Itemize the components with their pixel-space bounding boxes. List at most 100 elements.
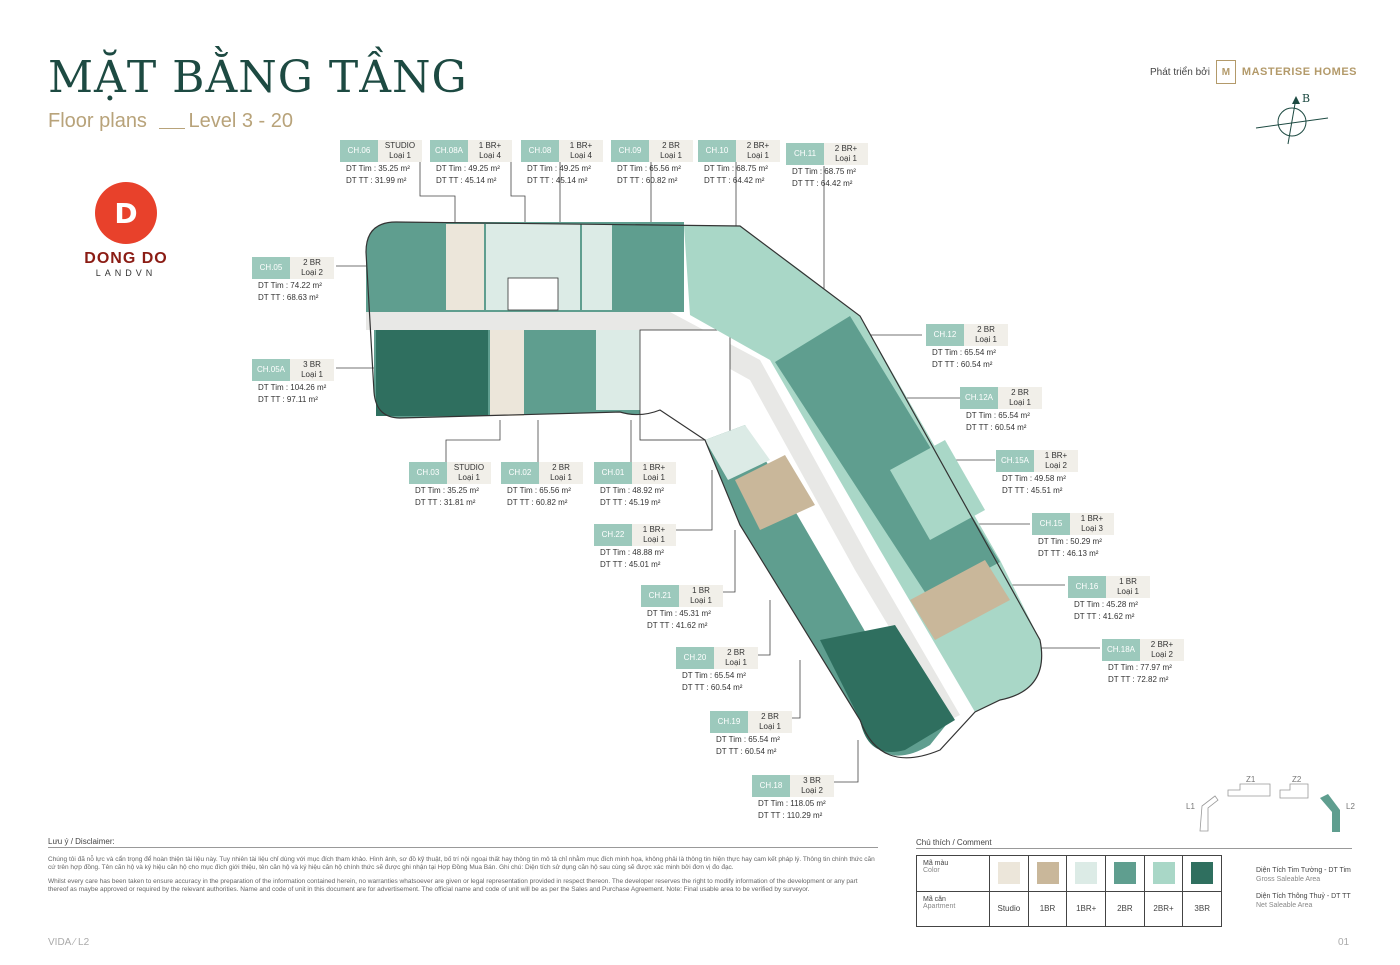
developer-prefix: Phát triển bởi xyxy=(1150,66,1210,78)
unit-net-area: DT TT : 60.82 m² xyxy=(617,176,678,185)
unit-net-area: DT TT : 45.19 m² xyxy=(600,498,661,507)
unit-code: CH.12 xyxy=(926,324,964,346)
logo-sub: LANDVN xyxy=(95,268,157,278)
unit-net-area: DT TT : 45.14 m² xyxy=(436,176,497,185)
keyplan-l1-shape xyxy=(1199,795,1219,832)
compass-label: B xyxy=(1302,92,1310,105)
legend-columns: Studio 1BR 1BR+ 2BR 2BR+ 3BR xyxy=(990,856,1222,926)
dongdo-logo-icon: D xyxy=(95,182,157,244)
unit-gross-area: DT Tim : 35.25 m² xyxy=(346,164,410,173)
legend-swatch xyxy=(1106,856,1144,892)
page-title: MẶT BẰNG TẦNG xyxy=(48,52,468,103)
unit-code: CH.01 xyxy=(594,462,632,484)
unit-ch16-shape xyxy=(910,560,1010,640)
legend-type-name: 2BR+ xyxy=(1153,904,1174,914)
developer-credit: Phát triển bởi M MASTERISE HOMES xyxy=(1150,60,1357,84)
footer-project: VIDA ⁄ L2 xyxy=(48,937,90,948)
unit-ch18-shape xyxy=(820,625,955,752)
unit-net-area: DT TT : 46.13 m² xyxy=(1038,549,1099,558)
keyplan-z1-shape xyxy=(1227,783,1271,797)
unit-ch15-shape xyxy=(890,440,985,540)
unit-gross-area: DT Tim : 77.97 m² xyxy=(1108,663,1172,672)
unit-code: CH.12A xyxy=(960,387,998,409)
key-plan: L1 Z1 Z2 L2 xyxy=(1186,776,1355,832)
corridor xyxy=(366,312,960,722)
unit-net-area: DT TT : 60.54 m² xyxy=(716,747,777,756)
unit-code: CH.18A xyxy=(1102,639,1140,661)
unit-ch06-shape xyxy=(446,224,484,310)
legend-type-name: 1BR+ xyxy=(1076,904,1097,914)
legend-type-name: 1BR xyxy=(1039,904,1056,914)
legend-type-1br-plus: 1BR+ xyxy=(1067,856,1107,926)
legend-swatch xyxy=(1067,856,1106,892)
unit-net-area: DT TT : 31.99 m² xyxy=(346,176,407,185)
unit-net-area: DT TT : 60.54 m² xyxy=(682,683,743,692)
keyplan-l1-label: L1 xyxy=(1186,802,1195,811)
unit-ch21-shape xyxy=(705,425,770,480)
subtitle-floor-plans: Floor plans xyxy=(48,110,147,132)
legend-type-name: Studio xyxy=(997,904,1021,914)
legend-type-2br: 2BR xyxy=(1106,856,1145,926)
disclaimer-heading: Lưu ý / Disclaimer: xyxy=(48,838,878,848)
unit-code: CH.21 xyxy=(641,585,679,607)
unit-gross-area: DT Tim : 49.25 m² xyxy=(527,164,591,173)
unit-code: CH.15 xyxy=(1032,513,1070,535)
legend-type-1br: 1BR xyxy=(1028,856,1068,926)
unit-gross-area: DT Tim : 74.22 m² xyxy=(258,281,322,290)
unit-net-area: DT TT : 64.42 m² xyxy=(704,176,765,185)
unit-net-area: DT TT : 41.62 m² xyxy=(1074,612,1135,621)
unit-net-area: DT TT : 60.82 m² xyxy=(507,498,568,507)
developer-brand: MASTERISE HOMES xyxy=(1241,66,1357,78)
page-number: 01 xyxy=(1338,937,1350,948)
unit-gross-area: DT Tim : 35.25 m² xyxy=(415,486,479,495)
unit-net-area: DT TT : 64.42 m² xyxy=(792,179,853,188)
unit-code: CH.09 xyxy=(611,140,649,162)
legend-swatch xyxy=(990,856,1028,892)
unit-type: 2 BR+Loại 2 xyxy=(1140,639,1184,661)
unit-code: CH.10 xyxy=(698,140,736,162)
legend-swatch xyxy=(1144,856,1183,892)
unit-gross-area: DT Tim : 48.88 m² xyxy=(600,548,664,557)
compass-icon: B xyxy=(1255,92,1329,145)
unit-gross-area: DT Tim : 104.26 m² xyxy=(258,383,327,392)
unit-gross-area: DT Tim : 48.92 m² xyxy=(600,486,664,495)
building-outline xyxy=(365,221,1043,759)
unit-code: CH.18 xyxy=(752,775,790,797)
unit-code: CH.16 xyxy=(1068,576,1106,598)
legend-type-studio: Studio xyxy=(990,856,1029,926)
unit-net-area: DT TT : 45.01 m² xyxy=(600,560,661,569)
unit-net-area: DT TT : 97.11 m² xyxy=(258,395,318,404)
dongdo-logo: D DONG DO LANDVN xyxy=(78,182,174,278)
unit-gross-area: DT Tim : 65.54 m² xyxy=(932,348,996,357)
comment-section: Chú thích / Comment xyxy=(916,838,1352,849)
unit-code: CH.08 xyxy=(521,140,559,162)
legend-type-2br-plus: 2BR+ xyxy=(1144,856,1184,926)
legend-type-name: 3BR xyxy=(1194,904,1210,914)
disclaimer-en: Whilst every care has been taken to ensu… xyxy=(48,878,858,893)
unit-gross-area: DT Tim : 65.54 m² xyxy=(682,671,746,680)
unit-net-area: DT TT : 41.62 m² xyxy=(647,621,708,630)
